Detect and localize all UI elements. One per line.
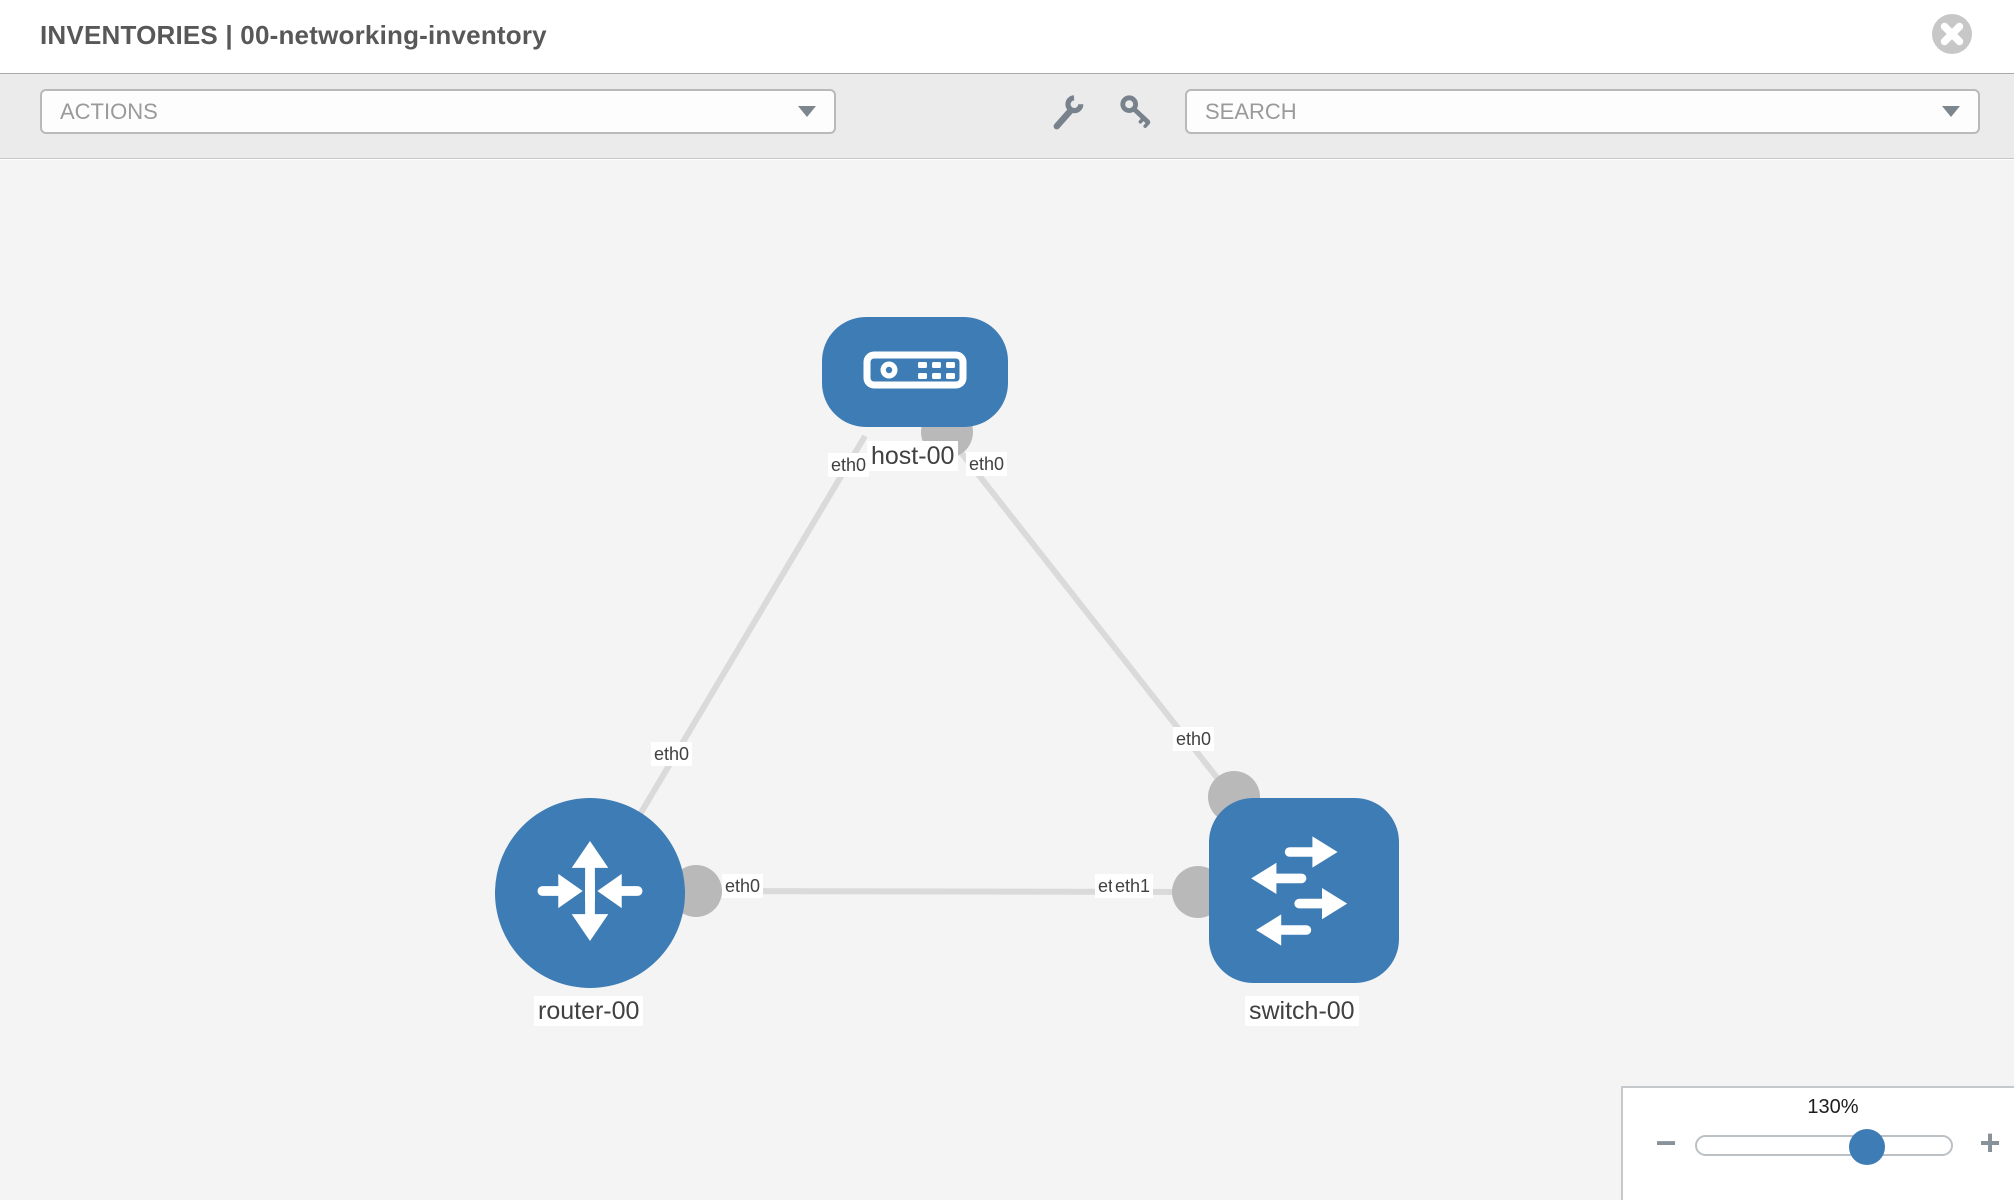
interface-label: eth0 (1173, 727, 1215, 751)
interface-label: eth0 (828, 453, 870, 477)
search-dropdown[interactable]: SEARCH (1185, 89, 1980, 134)
zoom-slider-thumb[interactable] (1849, 1129, 1885, 1165)
key-icon (1116, 94, 1156, 134)
actions-dropdown-label: ACTIONS (60, 98, 158, 124)
interface-label: eth0 (651, 742, 693, 766)
node-switch-00[interactable] (1209, 798, 1399, 983)
node-router-00[interactable] (495, 798, 685, 988)
close-button[interactable] (1930, 13, 1974, 57)
zoom-control-panel: 130% − + (1621, 1086, 2014, 1200)
page-title: INVENTORIES | 00-networking-inventory (40, 20, 547, 50)
interface-label: eth0 (722, 874, 764, 898)
close-icon (1931, 14, 1973, 58)
search-dropdown-label: SEARCH (1205, 98, 1297, 124)
credentials-button[interactable] (1113, 89, 1159, 135)
chevron-down-icon (1942, 106, 1960, 117)
toolbar: ACTIONS SEARCH (0, 73, 2014, 159)
node-host-00[interactable] (822, 317, 1008, 427)
node-label-router-00: router-00 (534, 996, 644, 1026)
interface-label: eth0 (966, 452, 1008, 476)
chevron-down-icon (798, 106, 816, 117)
header: INVENTORIES | 00-networking-inventory (0, 0, 2014, 73)
router-arrows-icon (529, 830, 651, 957)
zoom-in-button[interactable]: + (1973, 1125, 2007, 1161)
topology-canvas[interactable] (0, 160, 2014, 1200)
switch-arrows-icon (1244, 828, 1364, 953)
actions-dropdown[interactable]: ACTIONS (40, 89, 836, 134)
wrench-icon (1048, 94, 1088, 134)
zoom-slider[interactable] (1695, 1129, 1953, 1165)
node-label-switch-00: switch-00 (1245, 996, 1359, 1026)
node-label-host-00: host-00 (867, 441, 959, 471)
server-icon (863, 351, 967, 394)
tools-button[interactable] (1045, 89, 1091, 135)
zoom-out-button[interactable]: − (1649, 1125, 1683, 1161)
interface-label: eth1 (1112, 874, 1154, 898)
zoom-level-value: 130% (1807, 1096, 1859, 1118)
